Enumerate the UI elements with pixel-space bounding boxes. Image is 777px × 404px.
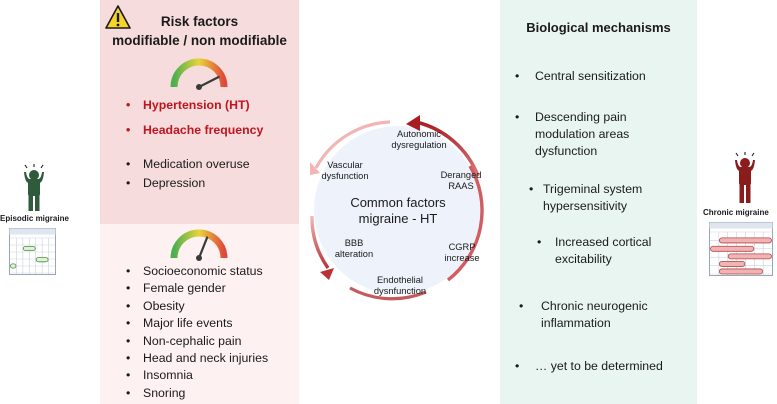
list-item: Obesity bbox=[126, 298, 268, 316]
label-vascular-dysfunction: Vascular dysfunction bbox=[321, 160, 369, 181]
risk-item-hypertension: Hypertension (HT) bbox=[126, 96, 263, 115]
label-cgrp-increase: CGRP increase bbox=[444, 242, 480, 263]
list-item: Snoring bbox=[126, 385, 268, 403]
center-circle bbox=[314, 126, 482, 294]
biological-mechanisms-title: Biological mechanisms bbox=[526, 20, 671, 35]
warning-icon bbox=[105, 5, 131, 29]
label-bbb-alteration: BBB alteration bbox=[334, 238, 374, 259]
label-endothelial-dysfunction: Endothelial dysnfunction bbox=[373, 275, 427, 296]
arc-top-right bbox=[415, 120, 480, 177]
label-autonomic-dysregulation: Autonomic dysregulation bbox=[391, 129, 447, 150]
risk-title-line1: Risk factors bbox=[160, 14, 239, 29]
gauge-needle bbox=[197, 75, 220, 89]
arc-left bbox=[310, 215, 330, 269]
person-headache-icon-chronic bbox=[735, 152, 755, 203]
arrow-head-top-right bbox=[406, 115, 420, 131]
list-item: Major life events bbox=[126, 315, 268, 333]
list-item: Socioeconomic status bbox=[126, 263, 268, 281]
risk-factors-title: Risk factors modifiable / non modifiable bbox=[100, 12, 299, 50]
risk-item-medication-overuse: Medication overuse bbox=[126, 155, 263, 174]
gauge-icon-medium bbox=[170, 229, 228, 261]
common-factors-cycle bbox=[310, 115, 484, 301]
arc-bottom bbox=[349, 286, 427, 301]
gauge-icon-high bbox=[170, 58, 228, 90]
list-item: Female gender bbox=[126, 280, 268, 298]
common-factors-title: Common factors migraine - HT bbox=[350, 195, 446, 226]
list-item: Insomnia bbox=[126, 367, 268, 385]
arrow-head-left bbox=[320, 268, 334, 280]
arc-top-left bbox=[314, 120, 391, 169]
risk-top-list: Hypertension (HT) Headache frequency Med… bbox=[126, 96, 263, 193]
gauge-needle bbox=[197, 236, 209, 260]
person-headache-icon-episodic bbox=[24, 164, 44, 211]
label-deranged-raas: Deranged RAAS bbox=[440, 170, 482, 191]
risk-item-depression: Depression bbox=[126, 174, 263, 193]
risk-title-line2: modifiable / non modifiable bbox=[112, 33, 287, 48]
list-item: Non-cephalic pain bbox=[126, 333, 268, 351]
arc-right bbox=[446, 165, 484, 282]
risk-item-headache-frequency: Headache frequency bbox=[126, 121, 263, 140]
calendar-icon-episodic bbox=[9, 228, 56, 275]
biological-mechanisms-panel bbox=[500, 0, 697, 404]
chronic-migraine-label: Chronic migraine bbox=[703, 208, 769, 217]
risk-bottom-list: Socioeconomic status Female gender Obesi… bbox=[126, 263, 268, 403]
list-item: Head and neck injuries bbox=[126, 350, 268, 368]
episodic-migraine-label: Episodic migraine bbox=[0, 214, 69, 223]
arrow-head-top-left bbox=[310, 162, 320, 175]
calendar-icon-chronic bbox=[709, 222, 773, 276]
